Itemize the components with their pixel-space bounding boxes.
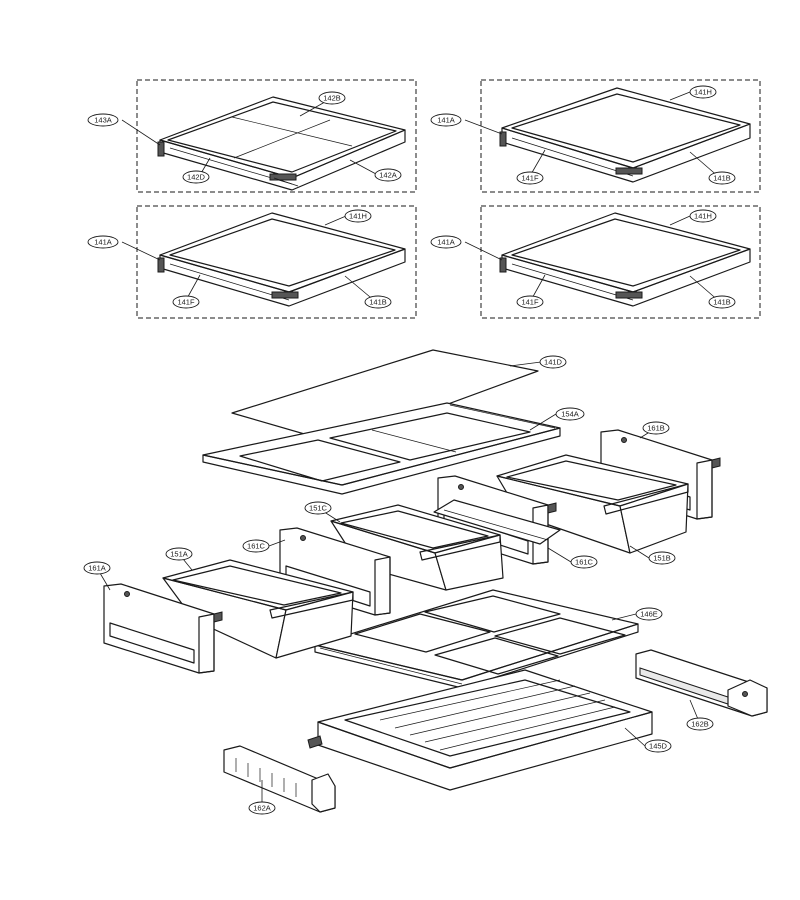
crisper-tray-145D bbox=[307, 669, 653, 791]
lower-frame-146E bbox=[314, 589, 639, 689]
tag-141F-middle-left: 141F bbox=[172, 295, 200, 309]
tag-161B: 161B bbox=[642, 421, 670, 435]
tag-141B-middle-left: 141B bbox=[364, 295, 392, 309]
tag-141B-middle-right: 141B bbox=[708, 295, 736, 309]
shelf-141A-top-right bbox=[499, 87, 751, 183]
drawer-bin-151B bbox=[496, 454, 689, 554]
svg-text:161B: 161B bbox=[647, 424, 665, 433]
tag-141H-middle-left: 141H bbox=[344, 209, 372, 223]
tag-141A-top-right: 141A bbox=[430, 113, 462, 127]
side-rail-162A bbox=[223, 745, 336, 813]
tag-143A: 143A bbox=[87, 113, 119, 127]
svg-text:141A: 141A bbox=[437, 238, 455, 247]
tag-142D: 142D bbox=[182, 170, 210, 184]
tag-151B: 151B bbox=[648, 551, 676, 565]
tag-141F-middle-right: 141F bbox=[516, 295, 544, 309]
svg-text:162B: 162B bbox=[691, 720, 709, 729]
tag-162A: 162A bbox=[248, 801, 276, 815]
svg-text:142B: 142B bbox=[323, 94, 341, 103]
drawer-bin-151A bbox=[162, 559, 354, 659]
svg-text:141B: 141B bbox=[713, 298, 731, 307]
drawer-bin-151C bbox=[330, 504, 504, 591]
svg-text:151A: 151A bbox=[170, 550, 188, 559]
svg-text:146E: 146E bbox=[640, 610, 658, 619]
box-141A-middle-left bbox=[136, 205, 417, 319]
box-143A bbox=[136, 79, 417, 193]
svg-text:161C: 161C bbox=[575, 558, 594, 567]
drawer-rail-middle bbox=[433, 499, 561, 545]
tag-161A: 161A bbox=[83, 561, 111, 575]
svg-text:141A: 141A bbox=[94, 238, 112, 247]
tag-151A: 151A bbox=[165, 547, 193, 561]
tag-142A: 142A bbox=[374, 168, 402, 182]
svg-text:141H: 141H bbox=[694, 212, 712, 221]
svg-text:162A: 162A bbox=[253, 804, 271, 813]
shelf-143A bbox=[157, 96, 406, 191]
side-rail-162B bbox=[635, 649, 768, 717]
tag-141H-middle-right: 141H bbox=[689, 209, 717, 223]
svg-text:151B: 151B bbox=[653, 554, 671, 563]
shelf-141A-middle-left bbox=[157, 212, 406, 307]
tag-161C-left: 161C bbox=[242, 539, 270, 553]
svg-text:141A: 141A bbox=[437, 116, 455, 125]
tag-161C-right: 161C bbox=[570, 555, 598, 569]
cover-frame-154A bbox=[202, 402, 561, 495]
svg-text:151C: 151C bbox=[309, 504, 328, 513]
tag-141H-top-right: 141H bbox=[689, 85, 717, 99]
tag-141A-middle-right: 141A bbox=[430, 235, 462, 249]
svg-text:154A: 154A bbox=[561, 410, 579, 419]
svg-text:141B: 141B bbox=[369, 298, 387, 307]
tag-141D: 141D bbox=[539, 355, 567, 369]
drawer-panel-161A bbox=[103, 583, 223, 674]
svg-text:142A: 142A bbox=[379, 171, 397, 180]
svg-text:161A: 161A bbox=[88, 564, 106, 573]
svg-text:161C: 161C bbox=[247, 542, 266, 551]
box-141A-middle-right bbox=[480, 205, 761, 319]
svg-text:141B: 141B bbox=[713, 174, 731, 183]
svg-text:143A: 143A bbox=[94, 116, 112, 125]
svg-text:141F: 141F bbox=[521, 298, 539, 307]
tag-151C: 151C bbox=[304, 501, 332, 515]
svg-text:142D: 142D bbox=[187, 173, 206, 182]
tag-141F-top-right: 141F bbox=[516, 171, 544, 185]
svg-text:141F: 141F bbox=[177, 298, 195, 307]
shelf-141A-middle-right bbox=[499, 212, 751, 307]
tag-141B-top-right: 141B bbox=[708, 171, 736, 185]
tag-145D: 145D bbox=[644, 739, 672, 753]
svg-text:141H: 141H bbox=[694, 88, 712, 97]
tag-154A: 154A bbox=[555, 407, 585, 421]
tag-141A-middle-left: 141A bbox=[87, 235, 119, 249]
tag-146E: 146E bbox=[635, 607, 663, 621]
tag-142B: 142B bbox=[318, 91, 346, 105]
svg-text:141F: 141F bbox=[521, 174, 539, 183]
tag-162B: 162B bbox=[686, 717, 714, 731]
box-141A-top-right bbox=[480, 79, 761, 193]
svg-text:141H: 141H bbox=[349, 212, 367, 221]
svg-text:145D: 145D bbox=[649, 742, 668, 751]
svg-text:141D: 141D bbox=[544, 358, 563, 367]
